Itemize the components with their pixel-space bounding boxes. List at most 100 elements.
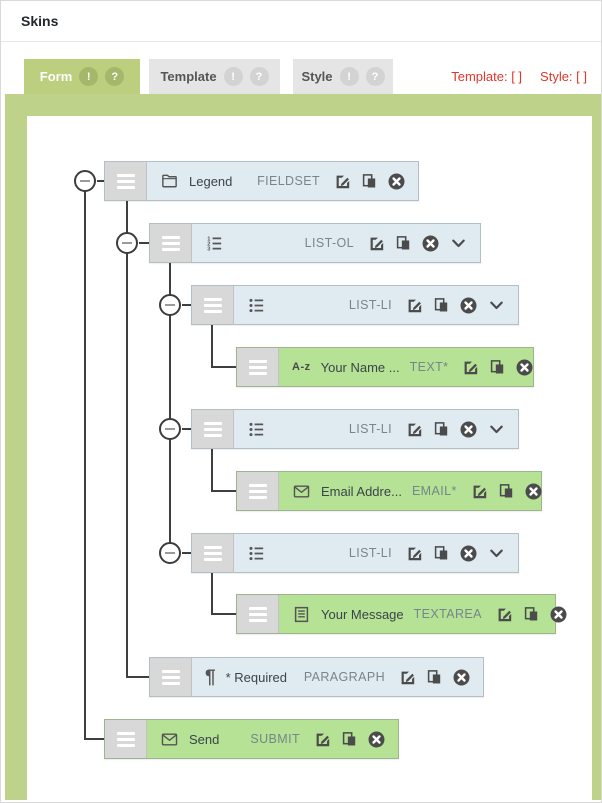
copy-icon[interactable]: [432, 296, 450, 314]
unordered-list-icon: [247, 544, 266, 563]
edit-icon[interactable]: [470, 482, 488, 500]
send-icon: [160, 730, 179, 749]
pilcrow-icon: ¶: [205, 666, 216, 688]
copy-icon[interactable]: [497, 482, 515, 500]
minus-icon: [165, 428, 175, 430]
tree-row-list-ol: LIST-OL: [149, 223, 481, 263]
tree-connector: [84, 181, 86, 740]
tab-template[interactable]: Template ! ?: [149, 59, 280, 94]
form-tab-panel: Legend FIELDSET LIST-OL: [5, 94, 601, 802]
edit-icon[interactable]: [367, 234, 385, 252]
edit-icon[interactable]: [461, 358, 479, 376]
tree-connector: [211, 366, 236, 368]
delete-icon[interactable]: [367, 729, 386, 749]
minus-icon: [165, 552, 175, 554]
copy-icon[interactable]: [394, 234, 412, 252]
node-type-label: TEXT*: [409, 360, 449, 374]
delete-icon[interactable]: [459, 419, 478, 439]
drag-handle-icon[interactable]: [150, 224, 192, 262]
delete-icon[interactable]: [515, 357, 535, 377]
node-title: Legend: [189, 173, 233, 189]
copy-icon[interactable]: [360, 172, 378, 190]
drag-handle-icon[interactable]: [237, 348, 279, 386]
alert-badge-icon[interactable]: !: [79, 67, 99, 86]
help-badge-icon[interactable]: ?: [365, 67, 385, 86]
edit-icon[interactable]: [313, 730, 331, 748]
node-type-label: SUBMIT: [250, 732, 300, 746]
drag-handle-icon[interactable]: [237, 472, 279, 510]
tree-row-textarea: Your Message TEXTAREA: [236, 594, 568, 634]
tree-connector: [182, 304, 191, 306]
style-status: Style: [ ]: [540, 69, 587, 84]
drag-handle-icon[interactable]: [237, 595, 279, 633]
delete-icon[interactable]: [549, 604, 568, 624]
drag-handle-icon[interactable]: [105, 720, 147, 758]
edit-icon[interactable]: [495, 605, 513, 623]
node-type-label: TEXTAREA: [413, 607, 482, 621]
collapse-toggle-list-li-2[interactable]: [159, 418, 181, 440]
collapse-toggle-list-ol[interactable]: [116, 232, 138, 254]
email-icon: [292, 482, 311, 501]
edit-icon[interactable]: [405, 296, 423, 314]
edit-icon[interactable]: [405, 544, 423, 562]
chevron-down-icon[interactable]: [487, 420, 506, 439]
node-type-label: FIELDSET: [257, 174, 320, 188]
chevron-down-icon[interactable]: [487, 544, 506, 563]
help-badge-icon[interactable]: ?: [105, 67, 125, 86]
drag-handle-icon[interactable]: [192, 534, 234, 572]
alert-badge-icon[interactable]: !: [223, 67, 243, 86]
tree-row-submit: Send SUBMIT: [104, 719, 399, 759]
collapse-toggle-list-li-1[interactable]: [159, 294, 181, 316]
alert-badge-icon[interactable]: !: [339, 67, 359, 86]
text-field-icon: A-z: [292, 361, 311, 373]
tree-connector: [182, 428, 191, 430]
tree-connector: [211, 573, 213, 615]
copy-icon[interactable]: [522, 605, 540, 623]
drag-handle-icon[interactable]: [192, 286, 234, 324]
drag-handle-icon[interactable]: [105, 162, 147, 200]
tree-row-list-li: LIST-LI: [191, 533, 519, 573]
tree-connector: [97, 180, 104, 182]
delete-icon[interactable]: [452, 667, 471, 687]
node-type-label: PARAGRAPH: [303, 670, 385, 684]
drag-handle-icon[interactable]: [192, 410, 234, 448]
node-title: Your Message: [321, 606, 404, 622]
chevron-down-icon[interactable]: [449, 234, 468, 253]
drag-handle-icon[interactable]: [150, 658, 192, 696]
delete-icon[interactable]: [387, 171, 406, 191]
node-title: Send: [189, 731, 220, 747]
delete-icon[interactable]: [421, 233, 440, 253]
tree-connector: [169, 263, 171, 554]
delete-icon[interactable]: [459, 295, 478, 315]
template-status: Template: [ ]: [451, 69, 523, 84]
delete-icon[interactable]: [524, 481, 543, 501]
selection-status: Template: [ ] Style: [ ]: [451, 59, 587, 94]
tree-row-paragraph: ¶ * Required PARAGRAPH: [149, 657, 484, 697]
copy-icon[interactable]: [488, 358, 506, 376]
copy-icon[interactable]: [432, 544, 450, 562]
edit-icon[interactable]: [333, 172, 351, 190]
unordered-list-icon: [247, 296, 266, 315]
unordered-list-icon: [247, 420, 266, 439]
help-badge-icon[interactable]: ?: [249, 67, 269, 86]
tree-connector: [126, 201, 128, 678]
tab-style[interactable]: Style ! ?: [293, 59, 393, 94]
copy-icon[interactable]: [432, 420, 450, 438]
tab-form[interactable]: Form ! ?: [24, 59, 140, 94]
tree-row-list-li: LIST-LI: [191, 285, 519, 325]
collapse-toggle-fieldset[interactable]: [74, 170, 96, 192]
tree-connector: [211, 449, 213, 492]
tree-row-list-li: LIST-LI: [191, 409, 519, 449]
minus-icon: [165, 304, 175, 306]
copy-icon[interactable]: [425, 668, 443, 686]
tree-connector: [126, 676, 149, 678]
edit-icon[interactable]: [398, 668, 416, 686]
tree-row-email: Email Addre... EMAIL*: [236, 471, 543, 511]
chevron-down-icon[interactable]: [487, 296, 506, 315]
collapse-toggle-list-li-3[interactable]: [159, 542, 181, 564]
edit-icon[interactable]: [405, 420, 423, 438]
metabox-header: Skins: [1, 1, 601, 42]
copy-icon[interactable]: [340, 730, 358, 748]
delete-icon[interactable]: [459, 543, 478, 563]
